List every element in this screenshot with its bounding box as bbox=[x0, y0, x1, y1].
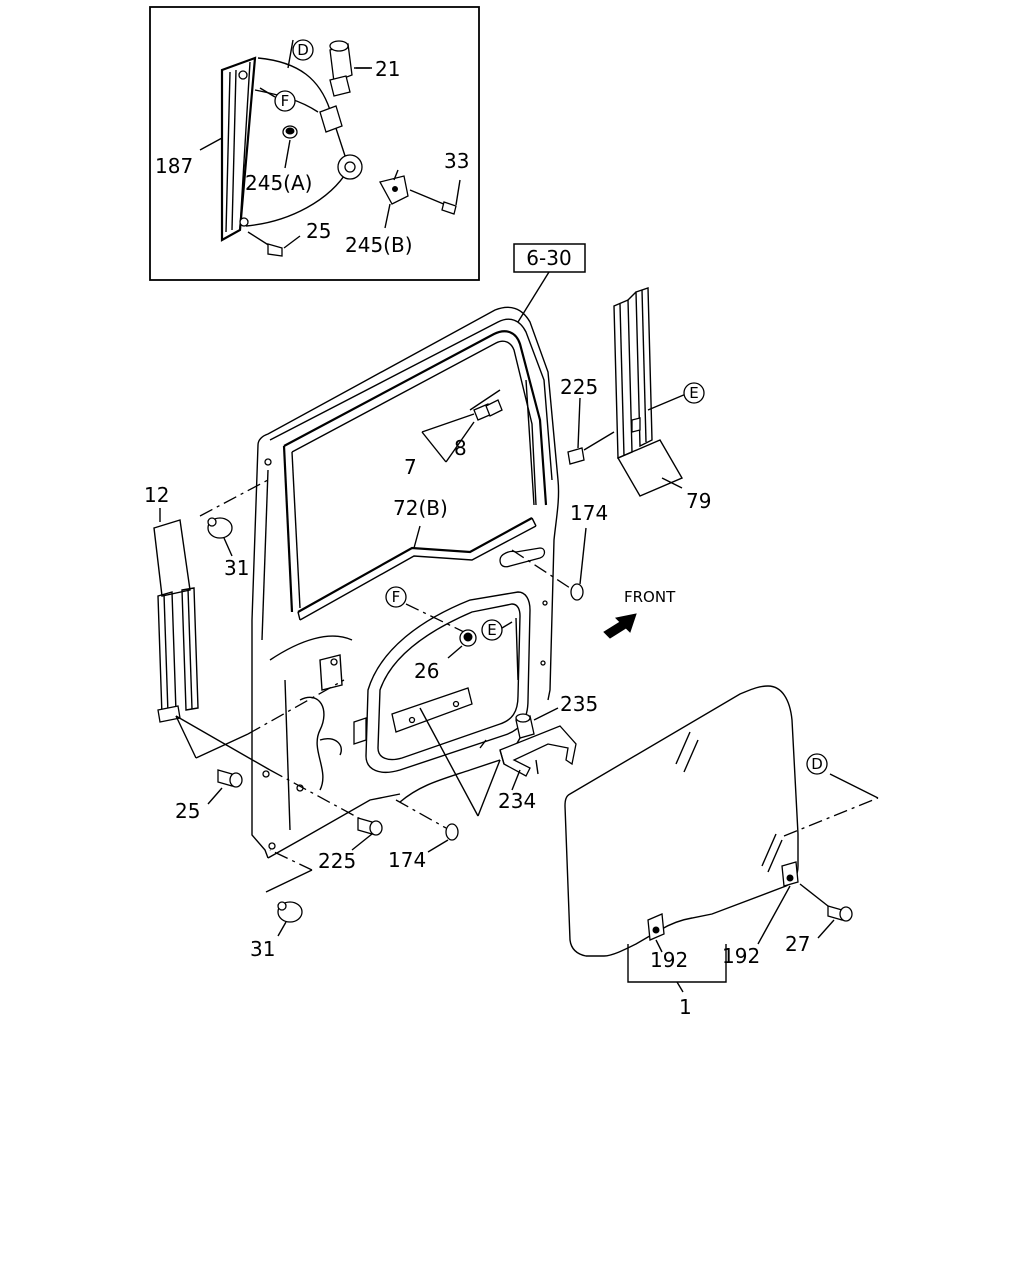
svg-text:D: D bbox=[297, 41, 309, 59]
label-192-left: 192 bbox=[650, 948, 688, 972]
screw-33 bbox=[409, 179, 461, 215]
label-174-top: 174 bbox=[570, 501, 608, 525]
callout-f-main: F bbox=[385, 586, 465, 633]
bumper-31-top bbox=[199, 479, 269, 557]
reference-box-6-30: 6-30 bbox=[513, 243, 586, 323]
label-25-low: 25 bbox=[175, 799, 200, 823]
label-245b: 245(B) bbox=[345, 233, 413, 257]
beltline-molding-72b bbox=[297, 517, 537, 621]
bolt-25-low bbox=[175, 679, 345, 805]
bolt-27 bbox=[799, 883, 853, 939]
label-225-top: 225 bbox=[560, 375, 598, 399]
access-opening bbox=[353, 591, 531, 774]
svg-text:F: F bbox=[392, 588, 401, 606]
window-frame bbox=[282, 330, 548, 613]
front-arrow: FRONT bbox=[603, 588, 676, 639]
label-31-low: 31 bbox=[250, 937, 275, 961]
glass-channel-clip-8 bbox=[421, 389, 503, 463]
leader-access bbox=[419, 707, 479, 817]
label-21: 21 bbox=[375, 57, 400, 81]
label-72b: 72(B) bbox=[393, 496, 448, 520]
label-187: 187 bbox=[155, 154, 193, 178]
inset-box: D F 21 187 245(A) 33 25 245(B) bbox=[149, 6, 480, 281]
bolt-225-low bbox=[351, 817, 383, 851]
label-1: 1 bbox=[679, 995, 692, 1019]
callout-d-main: D bbox=[806, 753, 828, 775]
svg-text:FRONT: FRONT bbox=[624, 588, 676, 606]
grommet-245a bbox=[282, 125, 298, 169]
label-12: 12 bbox=[144, 483, 169, 507]
label-25-inset: 25 bbox=[306, 219, 331, 243]
bumper-31-low bbox=[265, 849, 313, 937]
door-glass-1 bbox=[564, 685, 879, 957]
svg-text:E: E bbox=[487, 621, 496, 639]
weatherstrip-12 bbox=[153, 508, 199, 723]
label-245a: 245(A) bbox=[245, 171, 312, 195]
door-panel bbox=[251, 306, 560, 859]
label-33: 33 bbox=[444, 149, 469, 173]
svg-text:6-30: 6-30 bbox=[526, 246, 571, 270]
regulator-rail-187 bbox=[220, 56, 257, 242]
label-31-top: 31 bbox=[224, 556, 249, 580]
label-192-right: 192 bbox=[722, 944, 760, 968]
label-7: 7 bbox=[404, 455, 417, 479]
clip-26 bbox=[447, 629, 477, 659]
label-235: 235 bbox=[560, 692, 598, 716]
svg-text:E: E bbox=[689, 384, 698, 402]
grommet-174-top bbox=[511, 527, 587, 601]
door-slot bbox=[499, 547, 548, 666]
label-234: 234 bbox=[498, 789, 536, 813]
bracket-245b bbox=[379, 169, 409, 229]
label-26: 26 bbox=[414, 659, 439, 683]
svg-text:F: F bbox=[281, 92, 290, 110]
regulator-drum bbox=[319, 105, 363, 180]
bolt-225-top bbox=[567, 397, 615, 465]
bracket-234 bbox=[499, 725, 577, 791]
rear-run-channel-79 bbox=[613, 287, 687, 497]
svg-text:D: D bbox=[811, 755, 823, 773]
inset-callout-f: F bbox=[259, 87, 296, 112]
bolt-25-inset bbox=[247, 231, 301, 257]
inset-callout-d: D bbox=[287, 39, 314, 69]
label-8: 8 bbox=[454, 436, 467, 460]
callout-e-main: E bbox=[481, 617, 519, 681]
label-174-low: 174 bbox=[388, 848, 426, 872]
latch-area bbox=[262, 458, 343, 850]
callout-e-right: E bbox=[683, 382, 705, 404]
label-27: 27 bbox=[785, 932, 810, 956]
grommet-174-low bbox=[395, 799, 459, 853]
label-225-low: 225 bbox=[318, 849, 356, 873]
label-79: 79 bbox=[686, 489, 711, 513]
